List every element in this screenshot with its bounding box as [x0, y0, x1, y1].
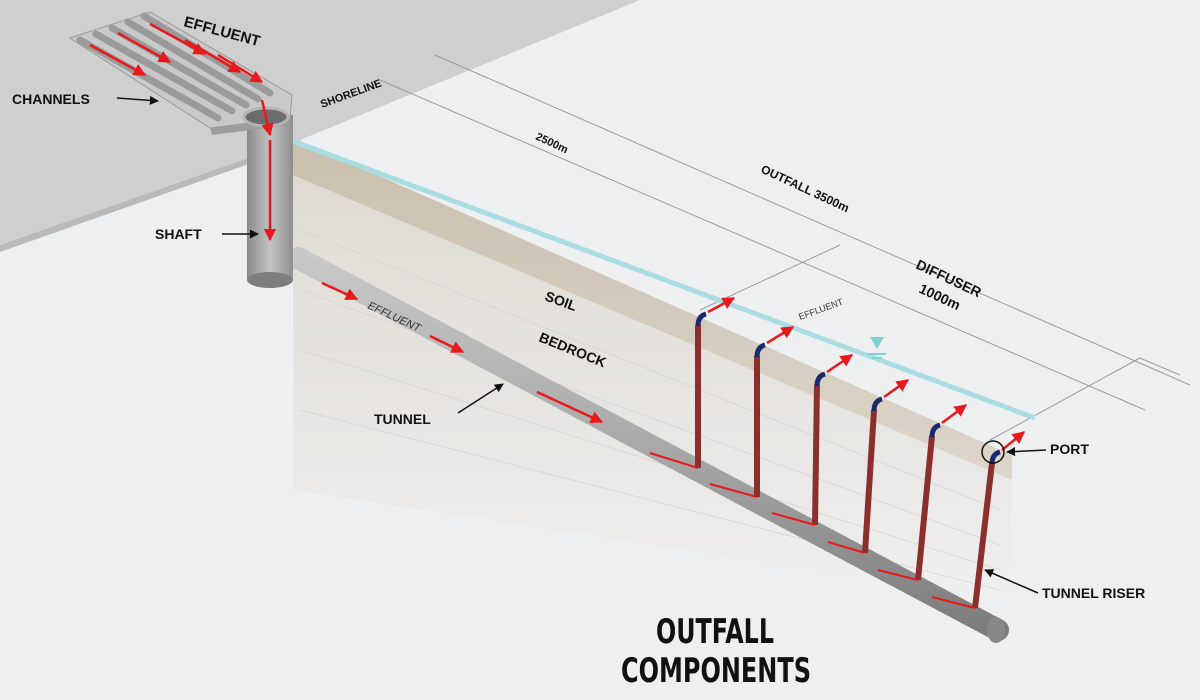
flow-arrows	[89, 22, 604, 424]
label-effluent-riser: EFFLUENT	[797, 296, 845, 321]
leader-arrows	[116, 95, 1047, 594]
dim-outfall: OUTFALL 3500m	[759, 162, 852, 215]
riser-4	[827, 378, 910, 554]
riser-3	[771, 353, 854, 526]
water-level-symbol	[868, 337, 886, 359]
title-line-2: COMPONENTS	[621, 651, 811, 691]
label-port: PORT	[1050, 441, 1089, 457]
riser-2	[709, 325, 795, 498]
tunnel-end-cap	[987, 617, 1005, 643]
title-line-1: OUTFALL	[656, 612, 774, 652]
label-tunnel-riser: TUNNEL RISER	[1042, 585, 1145, 601]
riser-6	[931, 431, 1025, 609]
soil-layer	[293, 138, 1012, 480]
label-channels: CHANNELS	[12, 91, 90, 107]
channels	[76, 12, 274, 122]
tunnel-pipe	[287, 247, 1009, 641]
shaft-bottom	[247, 272, 293, 288]
shore-edge	[0, 140, 300, 252]
riser-5	[877, 404, 967, 581]
port-marker	[981, 440, 1005, 464]
riser-1	[649, 296, 736, 469]
wall-cutaway	[293, 138, 1012, 600]
water-surface	[289, 137, 1036, 421]
label-shaft: SHAFT	[155, 226, 202, 242]
label-tunnel: TUNNEL	[374, 411, 431, 427]
dim-2500m: 2500m	[534, 131, 570, 156]
